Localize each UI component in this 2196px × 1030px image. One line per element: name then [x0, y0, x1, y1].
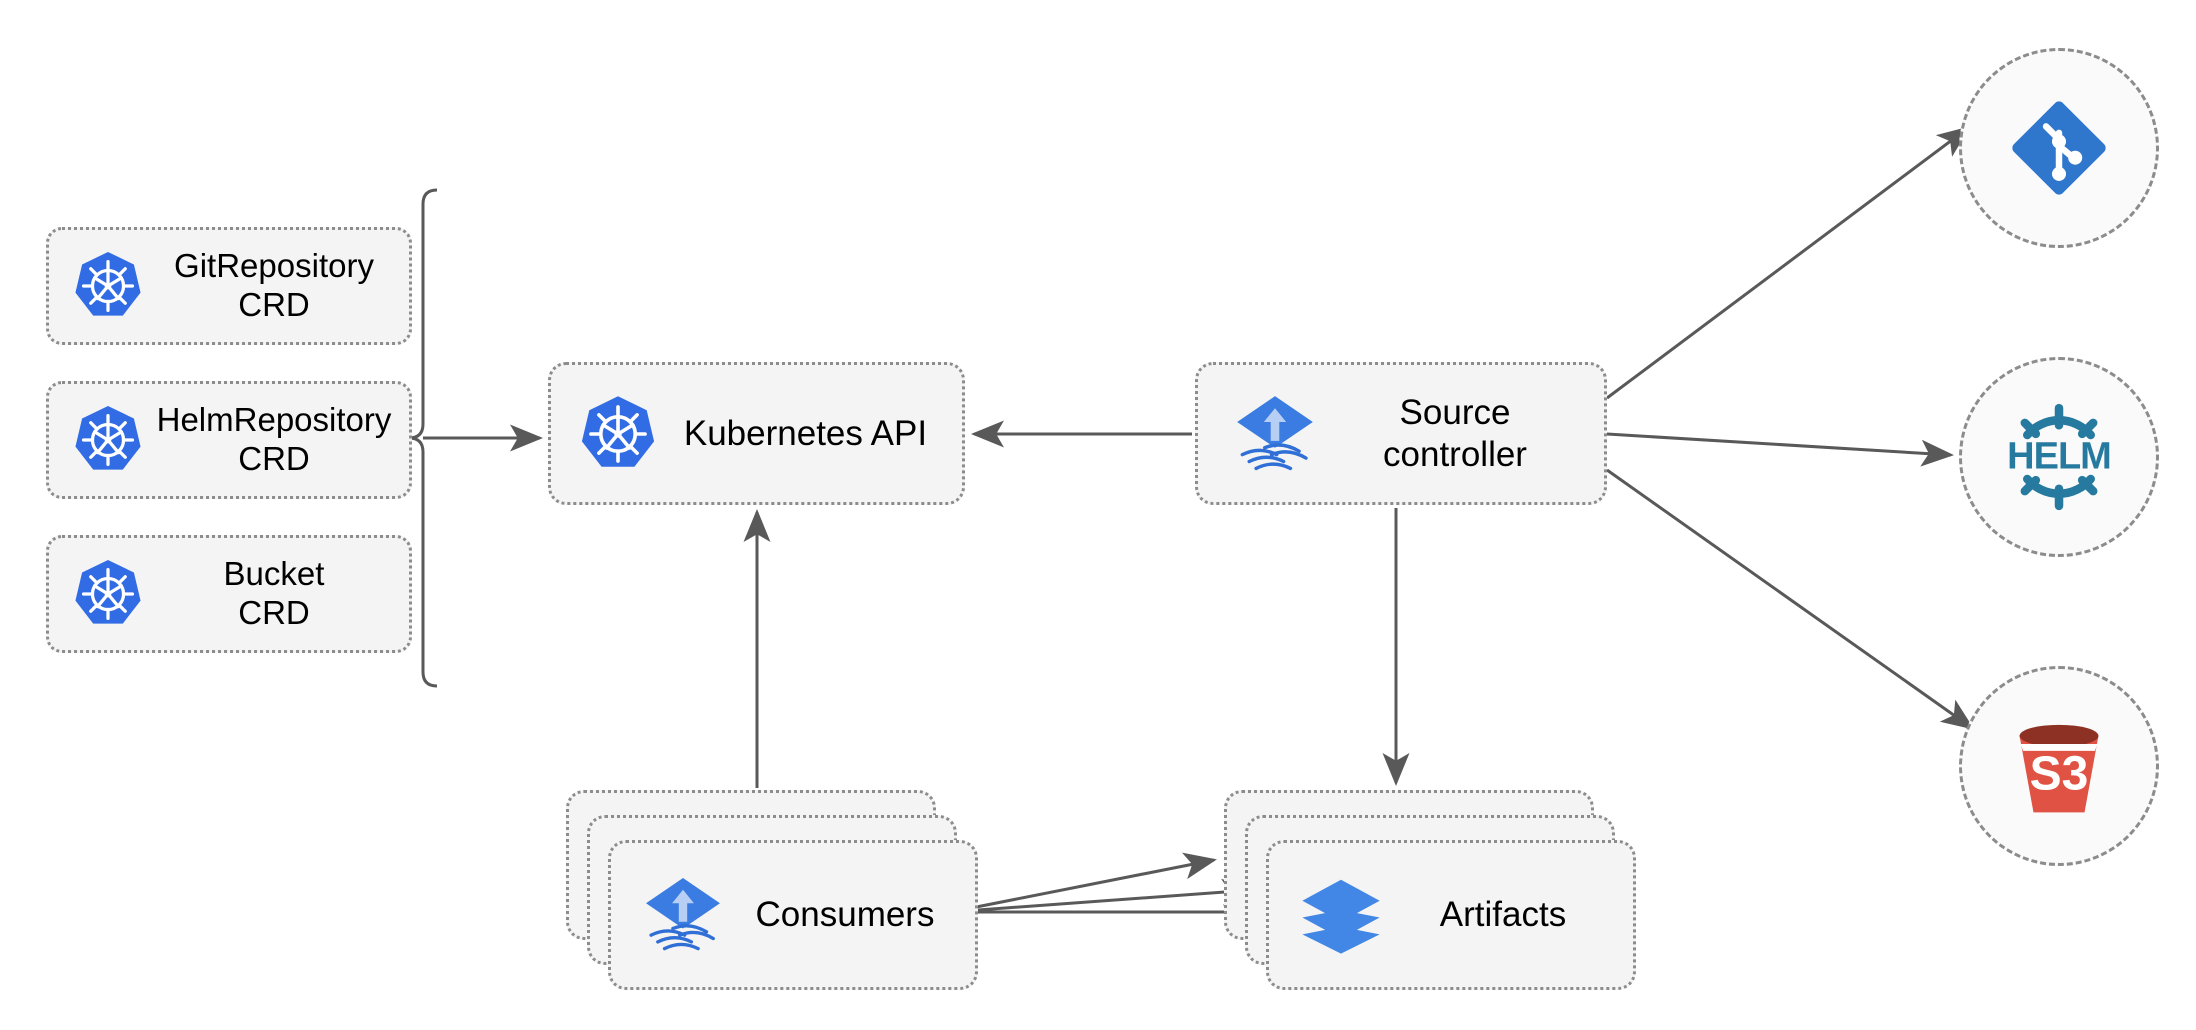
crd-group-brace: [408, 188, 438, 688]
edge-consumers-to-artifacts-1: [950, 852, 1217, 914]
node-source-controller[interactable]: Source controller: [1195, 362, 1607, 505]
stack-layer-front[interactable]: Artifacts: [1266, 840, 1636, 990]
edge-consumers-to-artifacts-2: [950, 878, 1255, 914]
kubernetes-icon: [75, 251, 141, 316]
node-bucket-crd[interactable]: Bucket CRD: [46, 535, 412, 653]
node-git-source[interactable]: [1959, 48, 2159, 248]
node-label: Source controller: [1383, 393, 1527, 474]
node-label: Consumers: [755, 895, 935, 934]
git-icon: [2012, 101, 2106, 195]
stack-layer-front[interactable]: Consumers: [608, 840, 978, 990]
node-helm-source[interactable]: HELM: [1959, 357, 2159, 557]
flux-icon: [1237, 395, 1313, 470]
kubernetes-icon: [75, 559, 141, 624]
edge-controller-to-s3: [1606, 468, 1975, 730]
node-consumers-stack[interactable]: Consumers: [566, 790, 978, 990]
node-label: GitRepository CRD: [174, 247, 374, 323]
helm-icon: [2020, 403, 2098, 511]
helm-label: HELM: [2007, 435, 2112, 478]
node-label: HelmRepository CRD: [156, 401, 392, 477]
layers-icon: [1302, 879, 1380, 954]
node-label: Bucket CRD: [223, 555, 325, 631]
node-artifacts-stack[interactable]: Artifacts: [1224, 790, 1636, 990]
edge-controller-to-git: [1606, 126, 1971, 400]
node-kubernetes-api[interactable]: Kubernetes API: [548, 362, 965, 505]
kubernetes-icon: [581, 395, 655, 467]
s3-label: S3: [2029, 747, 2089, 801]
node-helmrepository-crd[interactable]: HelmRepository CRD: [46, 381, 412, 499]
node-label: Artifacts: [1439, 895, 1567, 934]
kubernetes-icon: [75, 405, 141, 470]
node-s3-source[interactable]: S3: [1959, 666, 2159, 866]
s3-icon: [2019, 724, 2099, 813]
edge-controller-to-helm: [1606, 432, 1954, 467]
node-label: Kubernetes API: [683, 413, 928, 453]
flux-icon: [646, 878, 720, 951]
node-gitrepository-crd[interactable]: GitRepository CRD: [46, 227, 412, 345]
